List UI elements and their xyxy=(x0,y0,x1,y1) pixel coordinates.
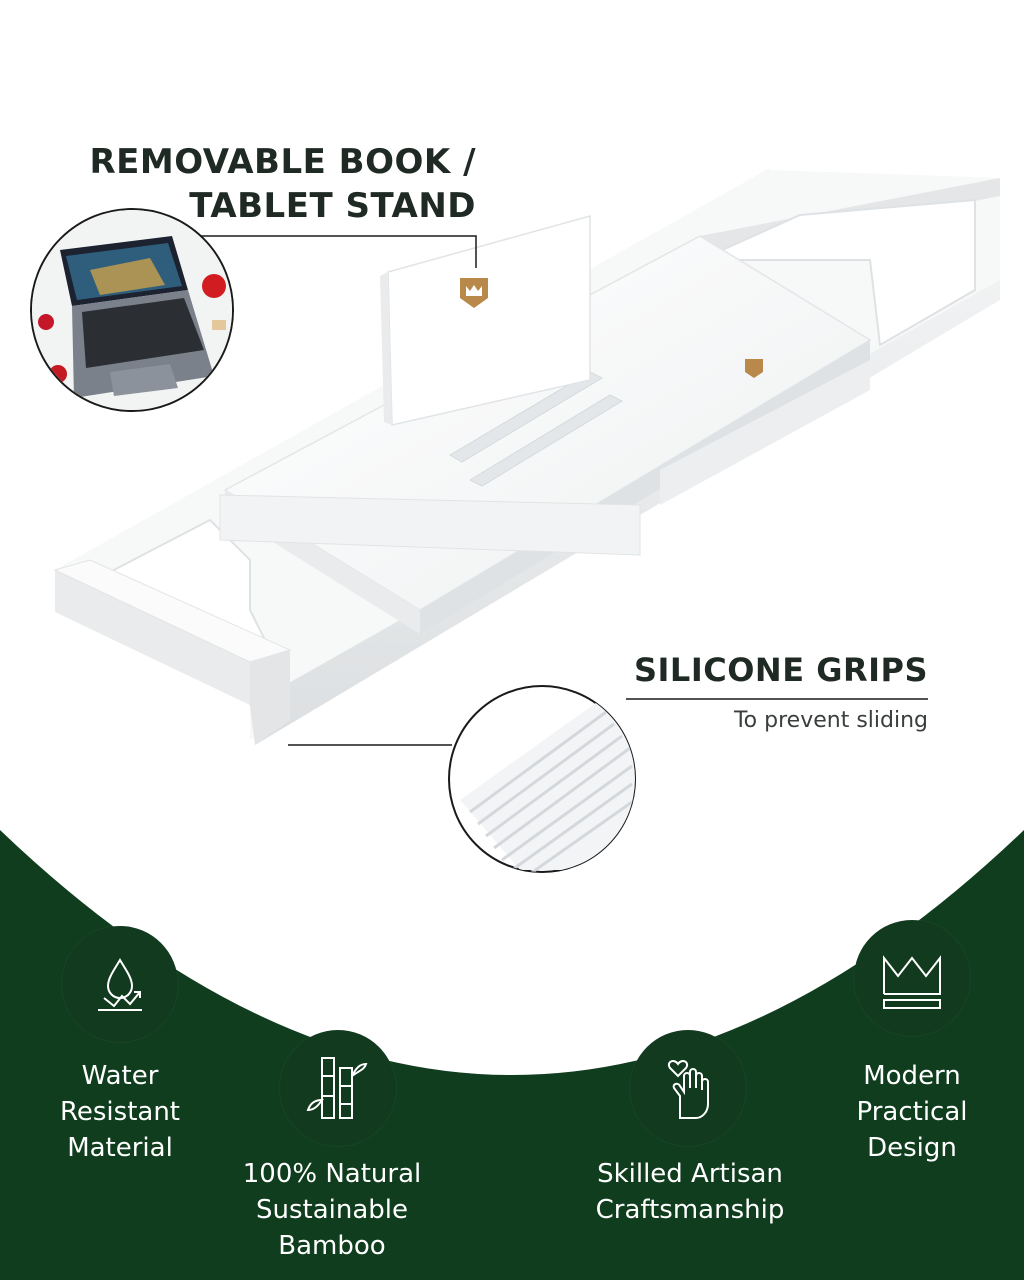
laptop-callout-circle xyxy=(30,208,234,412)
board-logo xyxy=(745,359,763,378)
book-stand-connector xyxy=(200,235,477,268)
grips-subtitle: To prevent sliding xyxy=(733,708,928,733)
feature-design-line3: Design xyxy=(867,1133,957,1163)
crown-icon xyxy=(854,920,970,1036)
feature-bamboo-line2: Sustainable xyxy=(255,1195,408,1225)
feature-design-line1: Modern xyxy=(863,1061,961,1091)
feature-label-bamboo: 100% Natural Sustainable Bamboo xyxy=(212,1156,452,1264)
book-stand-heading-line2: TABLET STAND xyxy=(189,186,476,226)
feature-bamboo-line1: 100% Natural xyxy=(242,1159,422,1189)
feature-label-water: Water Resistant Material xyxy=(20,1058,220,1166)
feature-water-line2: Resistant xyxy=(59,1097,180,1127)
feature-craft-line1: Skilled Artisan xyxy=(597,1159,783,1189)
hand-heart-icon xyxy=(630,1030,746,1146)
book-stand-heading: REMOVABLE BOOK / TABLET STAND xyxy=(89,140,476,228)
feature-water-line1: Water xyxy=(81,1061,159,1091)
feature-label-craftsmanship: Skilled Artisan Craftsmanship xyxy=(570,1156,810,1228)
water-drop-icon xyxy=(62,926,178,1042)
bath-caddy-tray xyxy=(53,168,1000,745)
bamboo-icon xyxy=(280,1030,396,1146)
feature-craft-line2: Craftsmanship xyxy=(595,1195,785,1225)
feature-bamboo-line3: Bamboo xyxy=(278,1231,386,1261)
feature-design-line2: Practical xyxy=(856,1097,968,1127)
grips-callout-circle xyxy=(448,685,636,873)
green-background xyxy=(0,830,1024,1280)
stand-logo xyxy=(460,278,488,308)
feature-water-line3: Material xyxy=(67,1133,173,1163)
feature-label-design: Modern Practical Design xyxy=(812,1058,1012,1166)
grips-heading: SILICONE GRIPS xyxy=(633,651,928,689)
book-stand-heading-line1: REMOVABLE BOOK / xyxy=(89,142,476,182)
